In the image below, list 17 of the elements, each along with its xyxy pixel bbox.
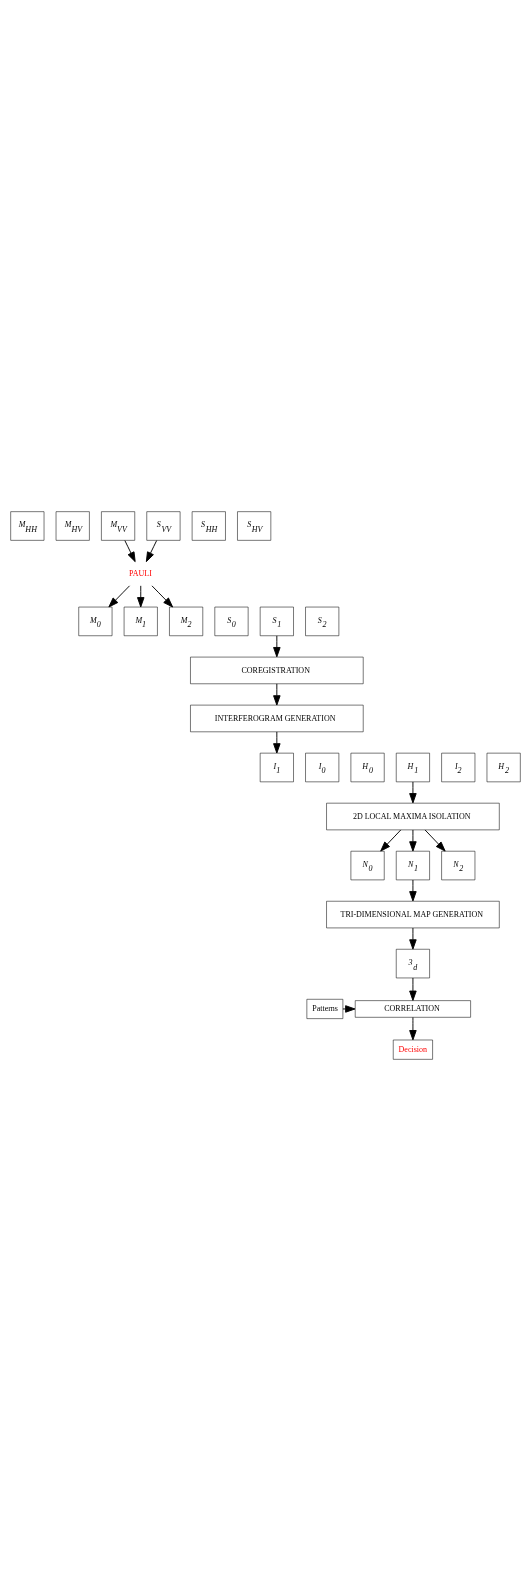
arrow [409, 879, 417, 902]
arrow [409, 1016, 417, 1041]
arrow [137, 585, 145, 608]
arrow [145, 540, 158, 563]
arrow [380, 829, 402, 852]
arrow [124, 540, 136, 563]
arrow [409, 977, 417, 1001]
arrow [151, 585, 174, 608]
arrow [409, 829, 417, 852]
arrow [108, 585, 130, 608]
arrow [424, 829, 446, 852]
arrow [273, 683, 281, 706]
arrow [409, 781, 417, 804]
arrow [342, 1005, 356, 1013]
arrow [409, 927, 417, 950]
arrow [273, 731, 281, 754]
arrow [273, 635, 281, 658]
